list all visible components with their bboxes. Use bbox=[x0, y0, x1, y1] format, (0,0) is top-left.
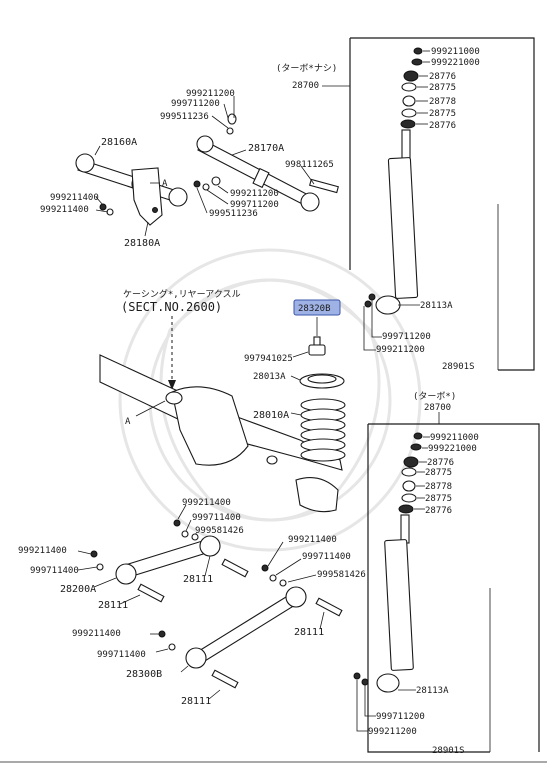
lower-bolt-2: 999211200 bbox=[368, 727, 417, 737]
ll-c2: 999711400 bbox=[302, 552, 351, 562]
lower-part-7: 28776 bbox=[425, 506, 452, 516]
upper-bolt-1: 999711200 bbox=[382, 332, 431, 342]
ul-m1: 999211200 bbox=[230, 189, 279, 199]
highlight-28320B[interactable]: 28320B bbox=[293, 299, 341, 316]
upper-bushing2-icon bbox=[401, 108, 417, 118]
upper-shock-absorber-icon bbox=[364, 129, 419, 315]
lower-washer-icon bbox=[410, 443, 422, 451]
bump-stop-icon bbox=[308, 336, 326, 356]
ul-ref-a: A bbox=[162, 179, 168, 189]
axle-arrow-icon bbox=[168, 380, 176, 390]
upper-bushing-icon bbox=[401, 82, 417, 92]
lower-arms-assembly bbox=[90, 519, 343, 689]
ll-a3: 999581426 bbox=[195, 526, 244, 536]
ll-b2: 999711400 bbox=[30, 566, 79, 576]
lower-header-jp: (ターボ*) bbox=[413, 391, 456, 402]
upper-mount-label: 28113A bbox=[420, 301, 453, 311]
lower-part-5: 28778 bbox=[425, 482, 452, 492]
lower-part-6: 28775 bbox=[425, 494, 452, 504]
ul-n1: 999211200 bbox=[186, 89, 235, 99]
lower-part-4: 28775 bbox=[425, 468, 452, 478]
ll-a2: 999711400 bbox=[192, 513, 241, 523]
upper-bolt-2: 999211200 bbox=[376, 345, 425, 355]
ll-d2: 999711400 bbox=[97, 650, 146, 660]
axle-casing-icon bbox=[99, 354, 343, 513]
spring-seat-icon bbox=[299, 373, 345, 389]
upper-cup-icon bbox=[403, 70, 419, 82]
ul-m2: 999711200 bbox=[230, 200, 279, 210]
center-bolt: 997941025 bbox=[244, 354, 293, 364]
lower-nut-icon bbox=[413, 432, 423, 440]
ul-nut-a: 999211400 bbox=[50, 193, 99, 203]
center-spring: 28010A bbox=[253, 410, 289, 421]
ul-arm1: 28160A bbox=[101, 137, 137, 148]
lower-shock-inset: (ターボ*) 28700 999211000 999221000 28776 2… bbox=[353, 391, 540, 756]
lower-bushing-icon bbox=[401, 467, 417, 477]
lower-assembly-label: 28901S bbox=[432, 746, 465, 756]
upper-nut-icon bbox=[413, 47, 423, 55]
ll-bolt3: 28111 bbox=[294, 627, 324, 638]
upper-part-1: 999211000 bbox=[431, 47, 480, 57]
upper-part-6: 28775 bbox=[429, 109, 456, 119]
highlight-part-label[interactable]: 28320B bbox=[298, 304, 331, 314]
upper-part-5: 28778 bbox=[429, 97, 456, 107]
ll-a1: 999211400 bbox=[182, 498, 231, 508]
axle-label-jp: ケーシング*,リヤーアクスル bbox=[123, 288, 241, 300]
upper-part-2: 999221000 bbox=[431, 58, 480, 68]
ul-m3: 999511236 bbox=[209, 209, 258, 219]
upper-part-3: 28776 bbox=[429, 72, 456, 82]
upper-spacer-icon bbox=[402, 95, 416, 107]
upper-header-jp: (ターボ*ナシ) bbox=[276, 63, 337, 74]
watermark-emblem bbox=[118, 248, 422, 552]
ll-c3: 999581426 bbox=[317, 570, 366, 580]
upper-cup2-icon bbox=[400, 119, 416, 129]
upper-header-num: 28700 bbox=[292, 81, 319, 91]
lower-cup2-icon bbox=[398, 504, 414, 514]
ul-bracket: 28180A bbox=[124, 238, 160, 249]
ul-bolt: 998111265 bbox=[285, 160, 334, 170]
ll-d1: 999211400 bbox=[72, 629, 121, 639]
lower-part-3: 28776 bbox=[427, 458, 454, 468]
axle-ref-a: A bbox=[125, 417, 131, 427]
upper-arms-assembly bbox=[75, 113, 339, 226]
lower-spacer-icon bbox=[402, 480, 416, 492]
ll-bolt2: 28111 bbox=[183, 574, 213, 585]
lower-part-2: 999221000 bbox=[428, 444, 477, 454]
ul-n3: 999511236 bbox=[160, 112, 209, 122]
lower-bolt-1: 999711200 bbox=[376, 712, 425, 722]
upper-washer-icon bbox=[411, 58, 423, 66]
axle-sect: (SECT.NO.2600) bbox=[121, 300, 222, 314]
upper-shock-inset: (ターボ*ナシ) 28700 999211000 999221000 28776… bbox=[276, 37, 535, 372]
lower-mount-label: 28113A bbox=[416, 686, 449, 696]
upper-part-4: 28775 bbox=[429, 83, 456, 93]
upper-assembly-label: 28901S bbox=[442, 362, 475, 372]
ll-c1: 999211400 bbox=[288, 535, 337, 545]
lower-bushing2-icon bbox=[401, 493, 417, 503]
ul-arm2: 28170A bbox=[248, 143, 284, 154]
ll-b1: 999211400 bbox=[18, 546, 67, 556]
center-seat: 28013A bbox=[253, 372, 286, 382]
ll-arm1: 28200A bbox=[60, 584, 96, 595]
upper-part-7: 28776 bbox=[429, 121, 456, 131]
lower-shock-absorber-icon bbox=[353, 514, 414, 693]
lower-part-1: 999211000 bbox=[430, 433, 479, 443]
ul-nut-b: 999211400 bbox=[40, 205, 89, 215]
ll-bolt4: 28111 bbox=[181, 696, 211, 707]
coil-spring-icon bbox=[300, 398, 346, 462]
lower-cup-icon bbox=[403, 456, 419, 468]
ll-bolt1: 28111 bbox=[98, 600, 128, 611]
lower-header-num: 28700 bbox=[424, 403, 451, 413]
ul-n2: 999711200 bbox=[171, 99, 220, 109]
ll-arm2: 28300B bbox=[126, 669, 162, 680]
